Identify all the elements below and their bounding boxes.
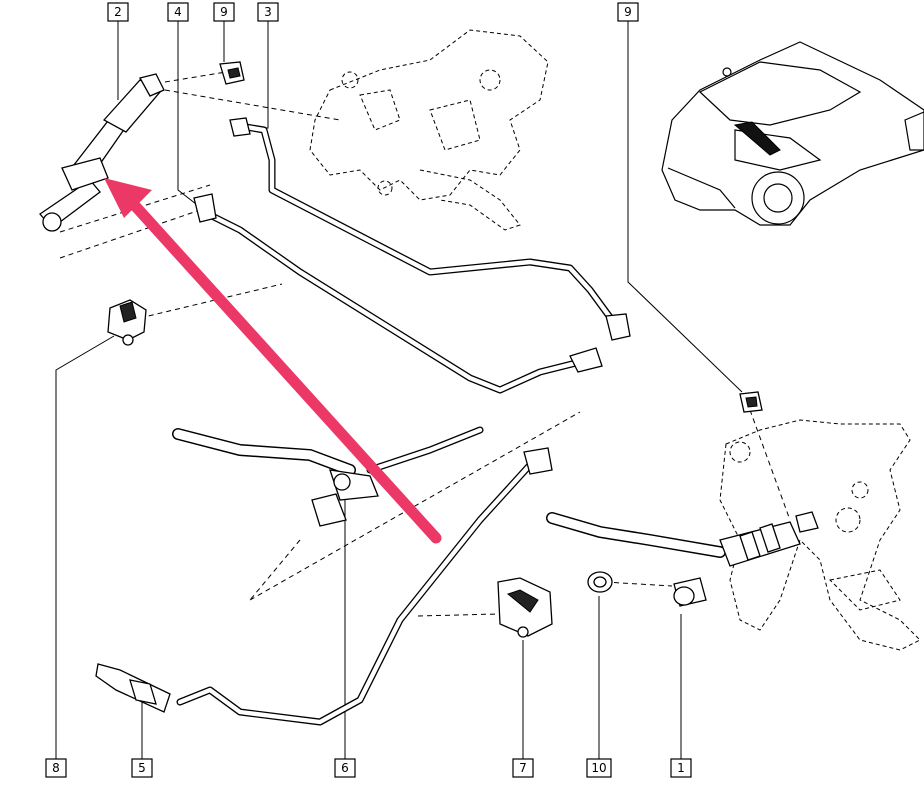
bracket-7 (497, 577, 553, 638)
pedal-assembly-icon (719, 419, 921, 651)
callout-5-label: 5 (138, 761, 146, 775)
clutch-cylinder-1 (546, 511, 819, 607)
clip-top (219, 61, 245, 85)
highlight-arrow (104, 178, 442, 544)
callout-2-label: 2 (114, 5, 122, 19)
callout-1-label: 1 (677, 761, 685, 775)
callout-1: 1 (670, 758, 692, 778)
callout-7: 7 (512, 758, 534, 778)
master-cylinder (39, 73, 165, 232)
callout-3: 3 (257, 2, 279, 22)
callout-7-label: 7 (519, 761, 527, 775)
leader-lines (55, 21, 743, 759)
callout-6: 6 (334, 758, 356, 778)
callout-3-label: 3 (264, 5, 272, 19)
callout-5: 5 (131, 758, 153, 778)
callout-8-label: 8 (52, 761, 60, 775)
pipe-5 (95, 447, 553, 726)
callout-2: 2 (107, 2, 129, 22)
pipe-3 (229, 117, 631, 341)
callout-4-label: 4 (174, 5, 182, 19)
clip-right (739, 391, 763, 413)
callout-9-right-label: 9 (624, 5, 632, 19)
clip-8 (107, 299, 147, 346)
assembly-dashed-lines (59, 71, 791, 617)
callout-4: 4 (167, 2, 189, 22)
pipe-4 (193, 193, 603, 394)
callout-9-right: 9 (617, 2, 639, 22)
callout-9-top-label: 9 (220, 5, 228, 19)
callout-8: 8 (45, 758, 67, 778)
slave-connector-6 (172, 426, 484, 527)
pedal-box-top (309, 29, 549, 231)
callout-9-top: 9 (213, 2, 235, 22)
clamp-10 (587, 571, 613, 593)
callout-10-label: 10 (591, 761, 606, 775)
car-front-three-quarter-icon (661, 41, 924, 226)
callout-10: 10 (586, 758, 612, 778)
callout-6-label: 6 (341, 761, 349, 775)
